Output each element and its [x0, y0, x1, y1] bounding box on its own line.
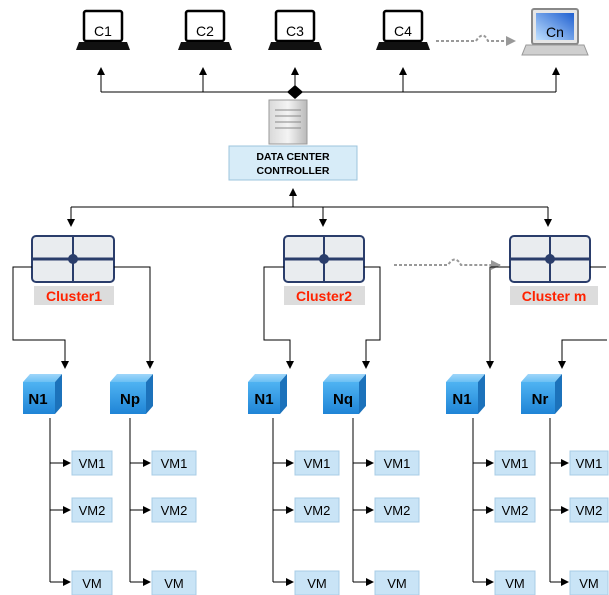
client-laptop-c4: C4: [376, 9, 430, 50]
vm-column: VM1 VM2 VM: [49, 418, 113, 595]
vm-box: [151, 570, 197, 595]
vm-box: [71, 497, 113, 523]
data-center-controller: DATA CENTER CONTROLLER: [228, 145, 358, 181]
client-laptop-c3: C3: [268, 9, 322, 50]
cluster2-node-links: [263, 266, 381, 369]
node-cube: Np: [110, 374, 153, 414]
vm-box: [569, 497, 609, 523]
vm-box: [294, 450, 340, 476]
vm-box: [569, 570, 609, 595]
cluster-switch-icon: [283, 235, 365, 283]
cluster-label-bg: [510, 286, 598, 305]
server-icon: [268, 99, 308, 145]
vm-label: VM1: [304, 456, 331, 471]
node-cube: N1: [23, 374, 62, 414]
client-label: Cn: [546, 24, 564, 40]
node-label: N1: [452, 391, 471, 408]
client-label: C1: [94, 23, 112, 39]
junction-diamond: [287, 85, 303, 99]
client-label: C3: [286, 23, 304, 39]
vm-box: [294, 570, 340, 595]
cluster-label: Cluster1: [46, 288, 102, 304]
continuation-arrow: [394, 258, 501, 270]
vm-label: VM2: [79, 503, 106, 518]
vm-box: [494, 497, 536, 523]
cluster-switch-icon: [31, 235, 115, 283]
vm-box: [494, 450, 536, 476]
vm-box: [71, 570, 113, 595]
vm-label: VM: [505, 576, 525, 591]
client-label: C4: [394, 23, 412, 39]
vm-box: [494, 570, 536, 595]
cluster-label-bg: [34, 286, 114, 305]
vm-label: VM: [164, 576, 184, 591]
vm-box: [374, 570, 420, 595]
node-cube: Nq: [323, 374, 366, 414]
vm-label: VM1: [384, 456, 411, 471]
node-label: Nq: [333, 391, 353, 408]
node-label: Np: [120, 391, 140, 408]
controller-label-line2: CONTROLLER: [257, 165, 330, 177]
vm-box: [374, 497, 420, 523]
node-label: N1: [28, 391, 47, 408]
vm-label: VM: [82, 576, 102, 591]
vm-box: [71, 450, 113, 476]
client-laptop-cn: Cn: [521, 8, 589, 56]
vm-label: VM: [387, 576, 407, 591]
client-label: C2: [196, 23, 214, 39]
vm-label: VM2: [161, 503, 188, 518]
node-label: Nr: [532, 391, 549, 408]
cluster1-node-links: [12, 266, 154, 369]
vm-column: VM1 VM2 VM: [472, 418, 536, 595]
node-cube: Nr: [521, 374, 562, 414]
vm-label: VM: [307, 576, 327, 591]
vm-label: VM1: [161, 456, 188, 471]
vm-box: [151, 497, 197, 523]
vm-column: VM1 VM2 VM: [549, 418, 609, 595]
vm-column: VM1 VM2 VM: [129, 418, 197, 595]
continuation-arrow: [436, 34, 516, 46]
clusterm-node-links: [486, 266, 607, 369]
client-bus: [97, 67, 560, 93]
cluster-label-bg: [284, 286, 365, 305]
vm-label: VM2: [502, 503, 529, 518]
vm-label: VM2: [576, 503, 603, 518]
vm-box: [374, 450, 420, 476]
vm-label: VM: [579, 576, 599, 591]
client-laptop-c1: C1: [76, 9, 130, 50]
cluster-bus: [67, 188, 552, 227]
vm-label: VM2: [384, 503, 411, 518]
vm-column: VM1 VM2 VM: [272, 418, 340, 595]
cluster-switch-icon: [509, 235, 591, 283]
cluster-label: Cluster2: [296, 288, 352, 304]
vm-box: [569, 450, 609, 476]
node-cube: N1: [248, 374, 287, 414]
client-laptop-c2: C2: [178, 9, 232, 50]
vm-label: VM1: [502, 456, 529, 471]
cluster-label: Cluster m: [522, 288, 587, 304]
vm-column: VM1 VM2 VM: [352, 418, 420, 595]
controller-label-line1: DATA CENTER: [256, 151, 330, 163]
vm-box: [294, 497, 340, 523]
node-cube: N1: [446, 374, 485, 414]
vm-label: VM1: [576, 456, 603, 471]
vm-label: VM1: [79, 456, 106, 471]
node-label: N1: [254, 391, 273, 408]
vm-box: [151, 450, 197, 476]
vm-label: VM2: [304, 503, 331, 518]
